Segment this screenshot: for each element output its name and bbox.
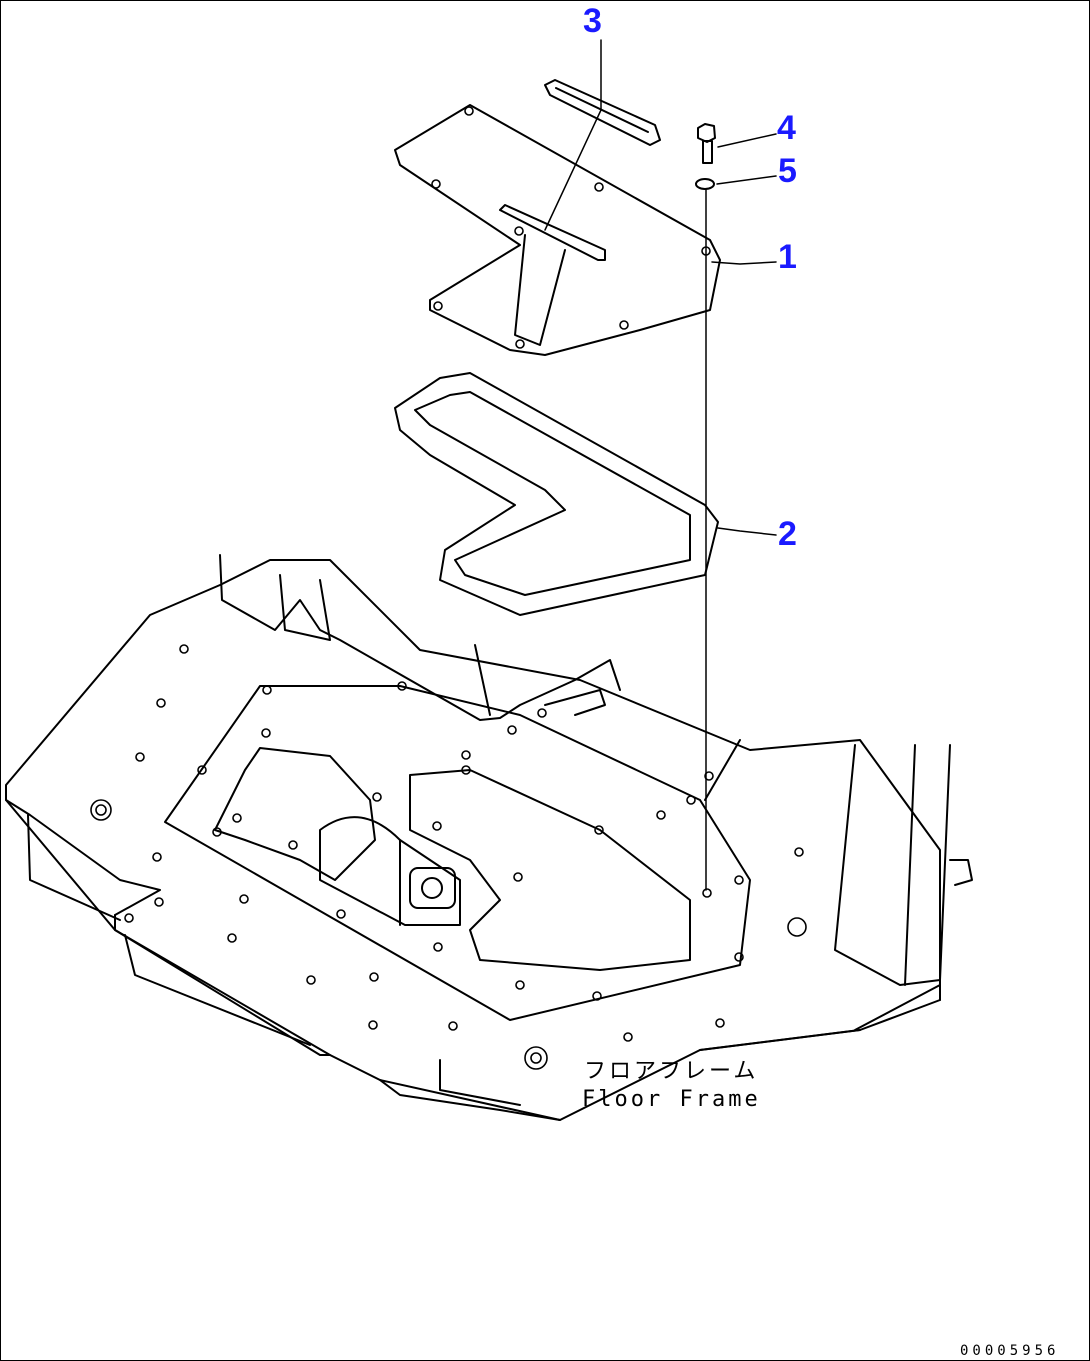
gasket-part-2 [394, 372, 719, 616]
washer-part-5 [695, 178, 715, 190]
callout-3: 3 [583, 2, 602, 40]
callout-5: 5 [778, 152, 797, 190]
floor-frame-label-en: Floor Frame [582, 1087, 761, 1112]
callout-2: 2 [778, 515, 797, 553]
floor-frame [5, 554, 973, 1121]
floor-cover-area [164, 681, 751, 1021]
document-number: 00005956 [960, 1343, 1060, 1359]
callout-1: 1 [778, 238, 797, 276]
callout-4: 4 [777, 109, 796, 147]
cover-plate-part-1 [394, 104, 721, 356]
bolt-part-4 [697, 123, 716, 164]
seal-strip-part-3 [499, 79, 661, 346]
floor-frame-label-jp: フロアフレーム [584, 1059, 759, 1084]
leader-lines [544, 39, 777, 536]
